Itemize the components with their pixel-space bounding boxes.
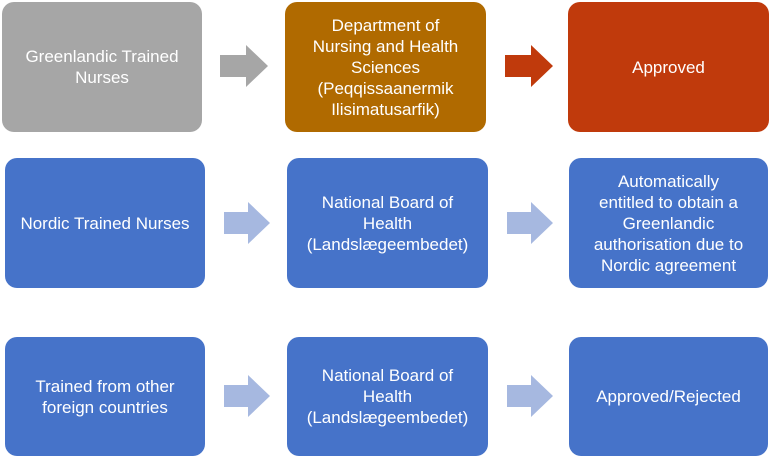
national-board-label-2: National Board of Health (Landslægeembed… xyxy=(306,366,469,427)
national-board-box: National Board of Health (Landslægeembed… xyxy=(287,158,488,288)
arrow-right-icon xyxy=(505,45,553,87)
nordic-nurses-box: Nordic Trained Nurses xyxy=(5,158,205,288)
national-board-box-2: National Board of Health (Landslægeembed… xyxy=(287,337,488,456)
nursing-department-box: Department of Nursing and Health Science… xyxy=(285,2,486,132)
arrow-right-icon xyxy=(224,202,270,244)
arrow-right-icon xyxy=(507,202,553,244)
approved-rejected-box: Approved/Rejected xyxy=(569,337,768,456)
foreign-trained-label: Trained from other foreign countries xyxy=(35,376,175,417)
arrow-right-icon xyxy=(507,375,553,417)
automatic-authorisation-label: Automatically entitled to obtain a Green… xyxy=(593,171,744,275)
arrow-right-icon xyxy=(224,375,270,417)
nordic-nurses-label: Nordic Trained Nurses xyxy=(20,213,190,233)
foreign-trained-box: Trained from other foreign countries xyxy=(5,337,205,456)
greenlandic-nurses-box: Greenlandic Trained Nurses xyxy=(2,2,202,132)
approved-rejected-label: Approved/Rejected xyxy=(596,387,741,406)
national-board-label: National Board of Health (Landslægeembed… xyxy=(306,192,469,254)
automatic-authorisation-box: Automatically entitled to obtain a Green… xyxy=(569,158,768,288)
approved-box: Approved xyxy=(568,2,769,132)
approved-label: Approved xyxy=(632,57,705,77)
nursing-department-label: Department of Nursing and Health Science… xyxy=(312,15,459,119)
greenlandic-nurses-label: Greenlandic Trained Nurses xyxy=(25,47,179,87)
arrow-right-icon xyxy=(220,45,268,87)
